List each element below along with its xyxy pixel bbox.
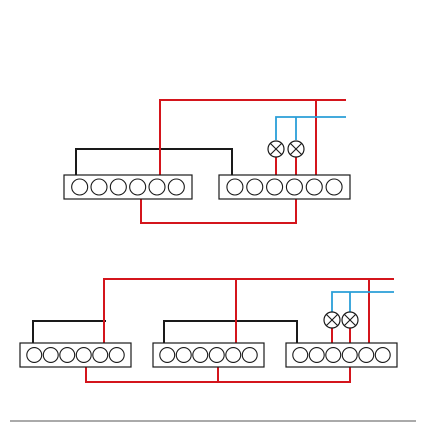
screw-terminal-icon	[326, 348, 341, 363]
switch-block-2	[153, 343, 264, 367]
black-wires	[33, 321, 297, 343]
screw-terminal-icon	[193, 348, 208, 363]
lamp-symbol-icon	[324, 312, 340, 328]
screw-terminal-icon	[72, 179, 88, 195]
red-wires	[141, 100, 346, 223]
black-wire-block3-link	[236, 321, 297, 343]
screw-terminal-icon	[60, 348, 75, 363]
screw-terminal-icon	[109, 348, 124, 363]
screw-terminal-icon	[76, 348, 91, 363]
blue-wire-feed	[332, 292, 394, 312]
diagram-three-switch-circuit	[20, 279, 397, 382]
screw-terminal-icon	[91, 179, 107, 195]
red-wire-feed	[160, 100, 346, 175]
lamp-symbol-icon	[342, 312, 358, 328]
blue-wires	[332, 292, 394, 312]
screw-terminal-icon	[306, 179, 322, 195]
black-wire-block1-link	[33, 321, 106, 343]
screw-terminal-icon	[130, 179, 146, 195]
screw-terminal-icon	[168, 179, 184, 195]
screw-terminal-icon	[247, 179, 263, 195]
screw-terminal-icon	[375, 348, 390, 363]
screw-terminal-icon	[93, 348, 108, 363]
screw-terminal-icon	[227, 179, 243, 195]
screw-terminal-icon	[43, 348, 58, 363]
screw-terminal-icon	[110, 179, 126, 195]
red-wire-bottom-link	[141, 199, 296, 223]
switch-block-2	[219, 175, 350, 199]
blue-wires	[276, 117, 346, 140]
screw-terminal-icon	[149, 179, 165, 195]
screw-terminal-icon	[160, 348, 175, 363]
switch-block-1	[64, 175, 192, 199]
screw-terminal-icon	[226, 348, 241, 363]
black-wire-block2-link	[164, 321, 236, 343]
screw-terminal-icon	[27, 348, 42, 363]
screw-terminal-icon	[359, 348, 374, 363]
screw-terminal-icon	[209, 348, 224, 363]
black-wire-top-bridge	[76, 149, 232, 175]
screw-terminal-icon	[267, 179, 283, 195]
diagram-two-switch-circuit	[64, 100, 350, 223]
screw-terminal-icon	[176, 348, 191, 363]
switch-block-3	[286, 343, 397, 367]
screw-terminal-icon	[293, 348, 308, 363]
screw-terminal-icon	[326, 179, 342, 195]
switch-block-1	[20, 343, 131, 367]
screw-terminal-icon	[242, 348, 257, 363]
blue-wire-feed	[276, 117, 346, 140]
black-wires	[76, 149, 232, 175]
lamp-symbol-icon	[288, 141, 304, 157]
screw-terminal-icon	[342, 348, 357, 363]
screw-terminal-icon	[286, 179, 302, 195]
screw-terminal-icon	[309, 348, 324, 363]
lamp-symbol-icon	[268, 141, 284, 157]
